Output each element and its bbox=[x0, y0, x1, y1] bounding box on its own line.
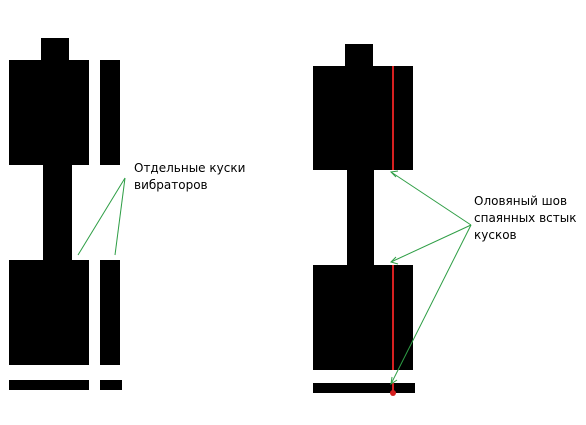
label-separate-pieces-line1: Отдельные куски bbox=[134, 161, 246, 175]
label-solder-seam-line3: кусков bbox=[474, 228, 517, 242]
label-separate-pieces: Отдельные куски вибраторов bbox=[134, 160, 245, 194]
left-main-body bbox=[9, 38, 89, 365]
arrowhead-right-1 bbox=[389, 170, 399, 178]
right-assembly-soldered bbox=[313, 44, 415, 396]
label-solder-seam: Оловяный шов спаянных встык кусков bbox=[474, 193, 576, 244]
left-bottom-bar-small bbox=[100, 380, 122, 390]
left-lower-strip bbox=[100, 260, 120, 365]
left-upper-strip bbox=[100, 60, 120, 165]
arrowhead-right-3 bbox=[390, 376, 398, 386]
solder-point bbox=[390, 390, 396, 396]
label-solder-seam-line2: спаянных встык bbox=[474, 211, 577, 225]
pointer-lines bbox=[77, 171, 472, 385]
left-assembly-separate-pieces bbox=[9, 38, 122, 390]
arrow-heads bbox=[389, 170, 399, 386]
pointer-right-3 bbox=[390, 224, 472, 385]
left-bottom-bar bbox=[9, 380, 89, 390]
pointer-left-2 bbox=[114, 177, 126, 256]
right-main-body bbox=[313, 44, 413, 370]
label-solder-seam-line1: Оловяный шов bbox=[474, 194, 568, 208]
pointer-left-1 bbox=[77, 177, 126, 256]
pointer-right-1 bbox=[390, 171, 472, 226]
arrowhead-right-2 bbox=[390, 256, 399, 265]
label-separate-pieces-line2: вибраторов bbox=[134, 178, 208, 192]
pointer-right-2 bbox=[390, 224, 472, 263]
right-bottom-bar bbox=[313, 383, 415, 393]
